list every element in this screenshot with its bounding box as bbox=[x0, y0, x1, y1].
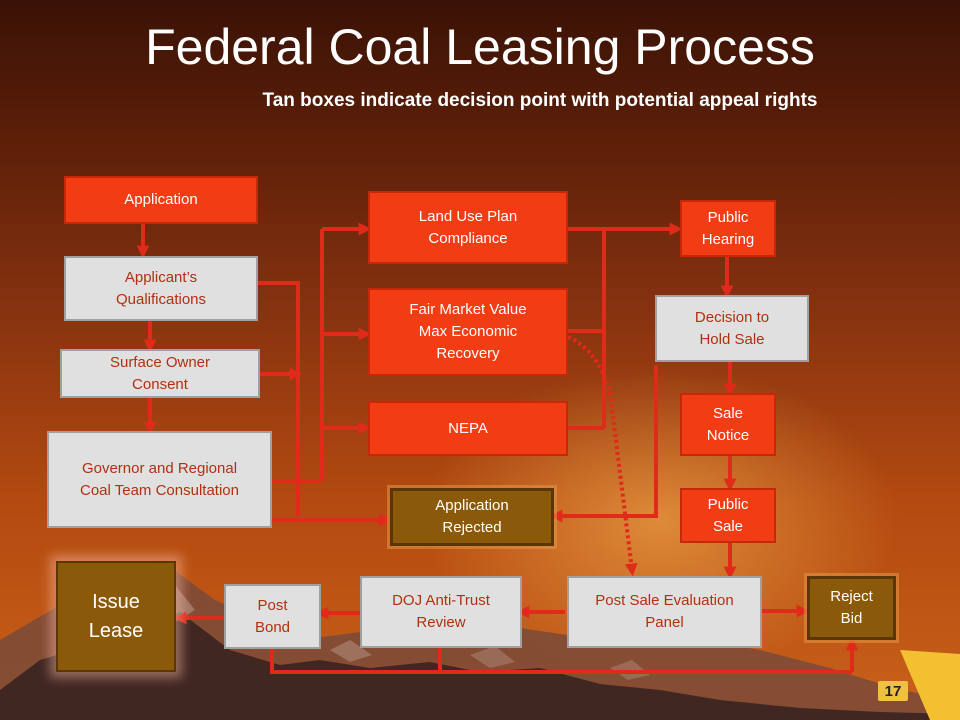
doj-review-box: DOJ Anti-Trust Review bbox=[360, 576, 522, 648]
application-box: Application bbox=[64, 176, 258, 224]
decision-to-hold-sale-box: Decision to Hold Sale bbox=[655, 295, 809, 362]
public-hearing-box: Public Hearing bbox=[680, 200, 776, 257]
issue-lease-box: Issue Lease bbox=[56, 561, 176, 672]
post-bond-box: Post Bond bbox=[224, 584, 321, 649]
post-sale-evaluation-box: Post Sale Evaluation Panel bbox=[567, 576, 762, 648]
near-mountain-range bbox=[0, 612, 960, 720]
page-subtitle: Tan boxes indicate decision point with p… bbox=[262, 90, 818, 111]
application-rejected-box: Application Rejected bbox=[390, 488, 554, 546]
page-title: Federal Coal Leasing Process bbox=[145, 19, 815, 75]
land-use-plan-box: Land Use Plan Compliance bbox=[368, 191, 568, 264]
governor-consultation-box: Governor and Regional Coal Team Consulta… bbox=[47, 431, 272, 528]
sale-notice-box: Sale Notice bbox=[680, 393, 776, 456]
applicants-qualifications-box: Applicant’s Qualifications bbox=[64, 256, 258, 321]
yellow-ground-band bbox=[900, 650, 960, 720]
surface-owner-consent-box: Surface Owner Consent bbox=[60, 349, 260, 398]
fair-market-value-box: Fair Market Value Max Economic Recovery bbox=[368, 288, 568, 376]
page-number: 17 bbox=[878, 681, 908, 701]
public-sale-box: Public Sale bbox=[680, 488, 776, 543]
nepa-box: NEPA bbox=[368, 401, 568, 456]
reject-bid-box: Reject Bid bbox=[807, 576, 896, 640]
